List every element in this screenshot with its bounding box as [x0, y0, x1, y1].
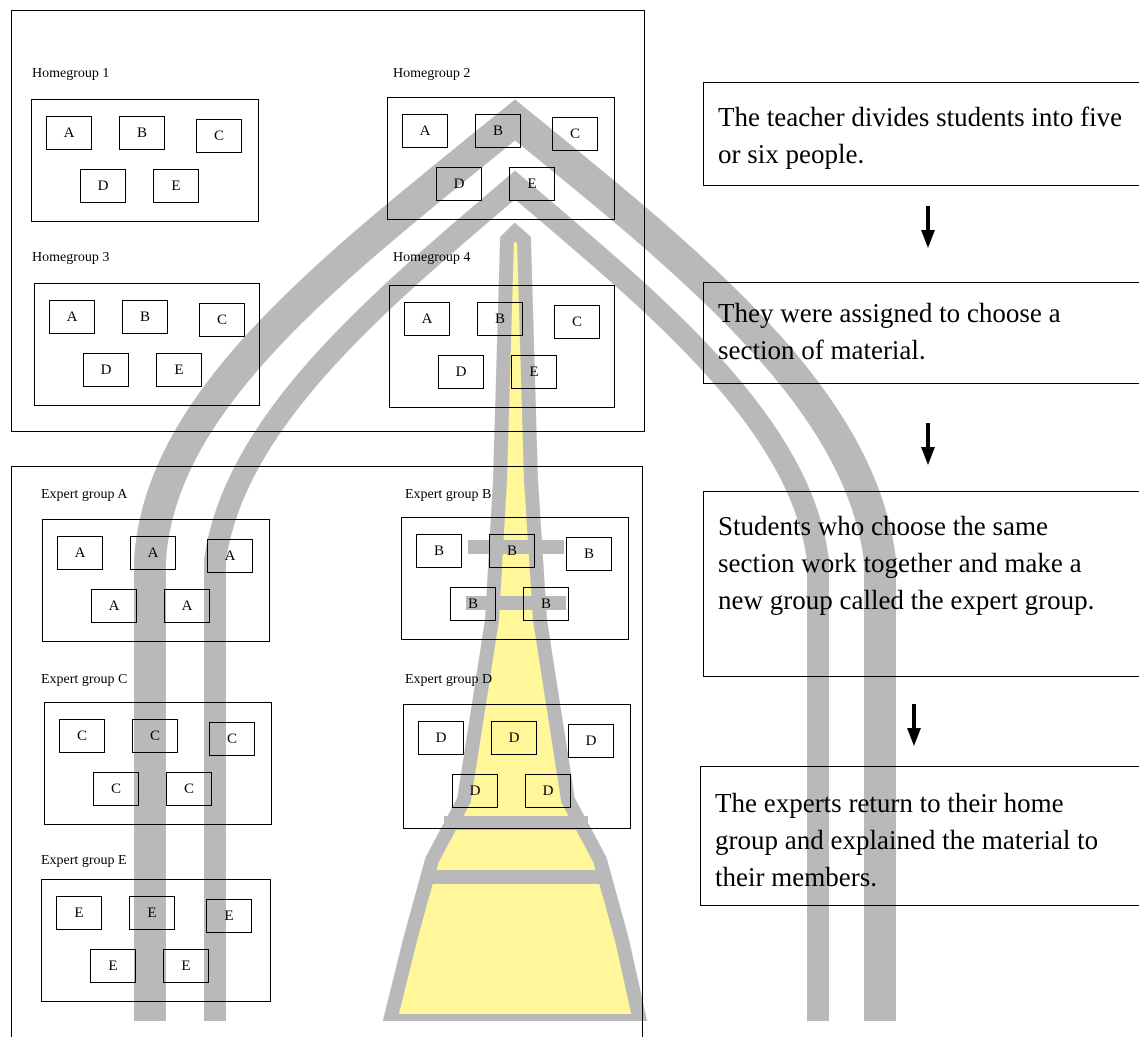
member-box: B	[477, 302, 523, 336]
member-box: D	[418, 721, 464, 755]
member-box: A	[402, 114, 448, 148]
member-box: D	[568, 724, 614, 758]
member-box: B	[416, 534, 462, 568]
down-arrow-icon	[920, 206, 936, 248]
member-box: E	[156, 353, 202, 387]
expert_group-label: Expert group A	[41, 487, 127, 503]
member-box: D	[436, 167, 482, 201]
member-box: A	[91, 589, 137, 623]
member-box: D	[452, 774, 498, 808]
member-box: C	[196, 119, 242, 153]
down-arrow-icon	[906, 704, 922, 746]
member-box: B	[119, 116, 165, 150]
member-box: A	[207, 539, 253, 573]
homegroup-label: Homegroup 1	[32, 66, 109, 82]
member-box: C	[166, 772, 212, 806]
member-box: E	[509, 167, 555, 201]
step-box: Students who choose the same section wor…	[703, 491, 1139, 677]
homegroup-label: Homegroup 2	[393, 66, 470, 82]
member-box: C	[59, 719, 105, 753]
member-box: E	[56, 896, 102, 930]
member-box: A	[130, 536, 176, 570]
member-box: E	[153, 169, 199, 203]
member-box: D	[83, 353, 129, 387]
member-box: C	[132, 719, 178, 753]
expert_group-label: Expert group D	[405, 672, 492, 688]
member-box: D	[491, 721, 537, 755]
member-box: C	[199, 303, 245, 337]
member-box: B	[523, 587, 569, 621]
member-box: B	[475, 114, 521, 148]
member-box: B	[566, 537, 612, 571]
member-box: C	[93, 772, 139, 806]
member-box: A	[49, 300, 95, 334]
member-box: E	[206, 899, 252, 933]
member-box: E	[511, 355, 557, 389]
member-box: E	[163, 949, 209, 983]
step-box: The teacher divides students into five o…	[703, 82, 1139, 186]
member-box: A	[164, 589, 210, 623]
member-box: B	[122, 300, 168, 334]
step-box: They were assigned to choose a section o…	[703, 282, 1139, 384]
member-box: D	[80, 169, 126, 203]
expert_group-label: Expert group E	[41, 853, 127, 869]
member-box: A	[57, 536, 103, 570]
member-box: C	[554, 305, 600, 339]
member-box: C	[552, 117, 598, 151]
expert_group-label: Expert group B	[405, 487, 491, 503]
step-box: The experts return to their home group a…	[700, 766, 1139, 906]
down-arrow-icon	[920, 423, 936, 465]
member-box: B	[450, 587, 496, 621]
member-box: C	[209, 722, 255, 756]
member-box: D	[438, 355, 484, 389]
member-box: A	[404, 302, 450, 336]
homegroup-label: Homegroup 3	[32, 250, 109, 266]
member-box: E	[129, 896, 175, 930]
member-box: E	[90, 949, 136, 983]
member-box: D	[525, 774, 571, 808]
member-box: B	[489, 534, 535, 568]
member-box: A	[46, 116, 92, 150]
homegroup-label: Homegroup 4	[393, 250, 470, 266]
expert_group-label: Expert group C	[41, 672, 127, 688]
